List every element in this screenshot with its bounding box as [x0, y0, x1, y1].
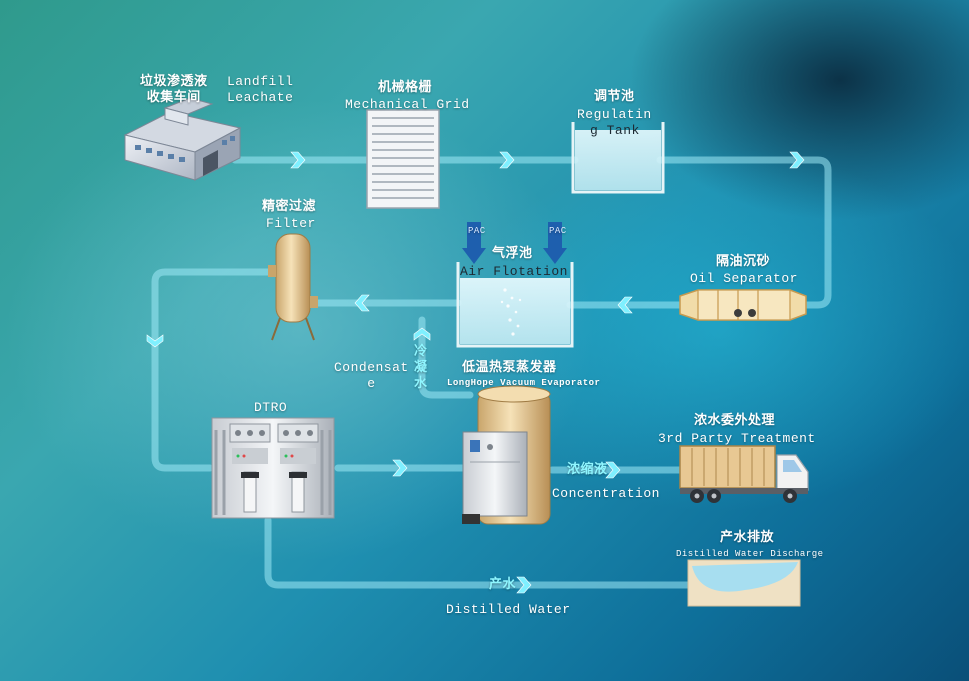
landfill-subtitle-cn: 收集车间	[146, 90, 201, 105]
flow-arrows	[146, 151, 805, 594]
truck-icon	[679, 445, 809, 503]
chevron-left-icon	[354, 294, 370, 312]
grid-label-cn: 机械格栅	[378, 80, 433, 95]
landfill-label-cn: 垃圾渗透液 收集车间	[140, 74, 208, 106]
condensate-label-cn-2: 凝	[414, 360, 428, 375]
regulating-label-en-2: g Tank	[590, 123, 640, 138]
tank-icon	[571, 122, 665, 194]
pipe-filter-to-dtro	[151, 268, 272, 472]
third-party-label-en: 3rd Party Treatment	[658, 431, 816, 446]
factory-icon	[123, 97, 242, 181]
discharge-label-cn: 产水排放	[720, 530, 775, 545]
landfill-title-cn: 垃圾渗透液	[140, 74, 208, 89]
landfill-label-en: Landfill Leachate	[227, 74, 293, 106]
flotation-label-en: Air Flotation	[460, 264, 568, 279]
grid-screen-icon	[366, 109, 440, 209]
pond-icon	[687, 559, 801, 607]
chevron-right-icon	[516, 576, 532, 594]
flotation-label-cn: 气浮池	[492, 246, 533, 261]
evaporator-icon	[462, 385, 551, 525]
chevron-right-icon	[392, 459, 408, 477]
condensate-label-en-line1: Condensat	[334, 360, 409, 375]
oil-separator-label-en: Oil Separator	[690, 271, 798, 286]
concentration-label-cn: 浓缩液	[567, 462, 608, 477]
condensate-label-cn: 冷 凝 水	[414, 344, 428, 392]
chevron-left-icon	[617, 296, 633, 314]
chevron-down-icon	[146, 334, 164, 348]
distilled-label-en: Distilled Water	[446, 602, 571, 617]
grid-label-en: Mechanical Grid	[345, 97, 470, 112]
dtro-unit-icon	[211, 417, 335, 519]
chevron-right-icon	[290, 151, 306, 169]
pipe-distilled-water	[264, 516, 694, 589]
dtro-label: DTRO	[254, 400, 288, 415]
regulating-label-cn: 调节池	[594, 89, 635, 104]
landfill-title-en: Landfill	[227, 74, 294, 89]
filter-vessel-icon	[268, 233, 318, 341]
chevron-right-icon	[605, 461, 621, 479]
regulating-label-en: Regulatin	[577, 107, 652, 122]
chevron-right-icon	[789, 151, 805, 169]
condensate-label-cn-3: 水	[414, 376, 428, 391]
filter-label-cn: 精密过滤	[262, 199, 317, 214]
flotation-tank-icon	[456, 222, 574, 348]
pipe-tank-to-oil-separator	[656, 156, 832, 309]
pac-label-right: PAC	[549, 226, 567, 236]
evaporator-label-cn: 低温热泵蒸发器	[462, 360, 557, 375]
oil-separator-label-cn: 隔油沉砂	[716, 254, 771, 269]
pac-label-left: PAC	[468, 226, 486, 236]
distilled-label-cn: 产水	[489, 577, 517, 592]
discharge-label-en: Distilled Water Discharge	[676, 549, 824, 559]
pac-dosing-arrows	[462, 222, 567, 264]
condensate-label-cn-1: 冷	[414, 344, 428, 359]
filter-label-en: Filter	[266, 216, 316, 231]
chevron-up-icon	[413, 327, 431, 341]
chevron-right-icon	[499, 151, 515, 169]
landfill-subtitle-en: Leachate	[227, 90, 294, 105]
evaporator-label-en: LongHope Vacuum Evaporator	[447, 378, 601, 388]
condensate-label-en-line2: e	[367, 376, 376, 391]
condensate-label-en: Condensat e	[334, 360, 409, 392]
third-party-label-cn: 浓水委外处理	[694, 413, 776, 428]
pipe-condensate-return	[418, 316, 474, 399]
oil-separator-icon	[679, 289, 807, 321]
concentration-label-en: Concentration	[552, 486, 660, 501]
